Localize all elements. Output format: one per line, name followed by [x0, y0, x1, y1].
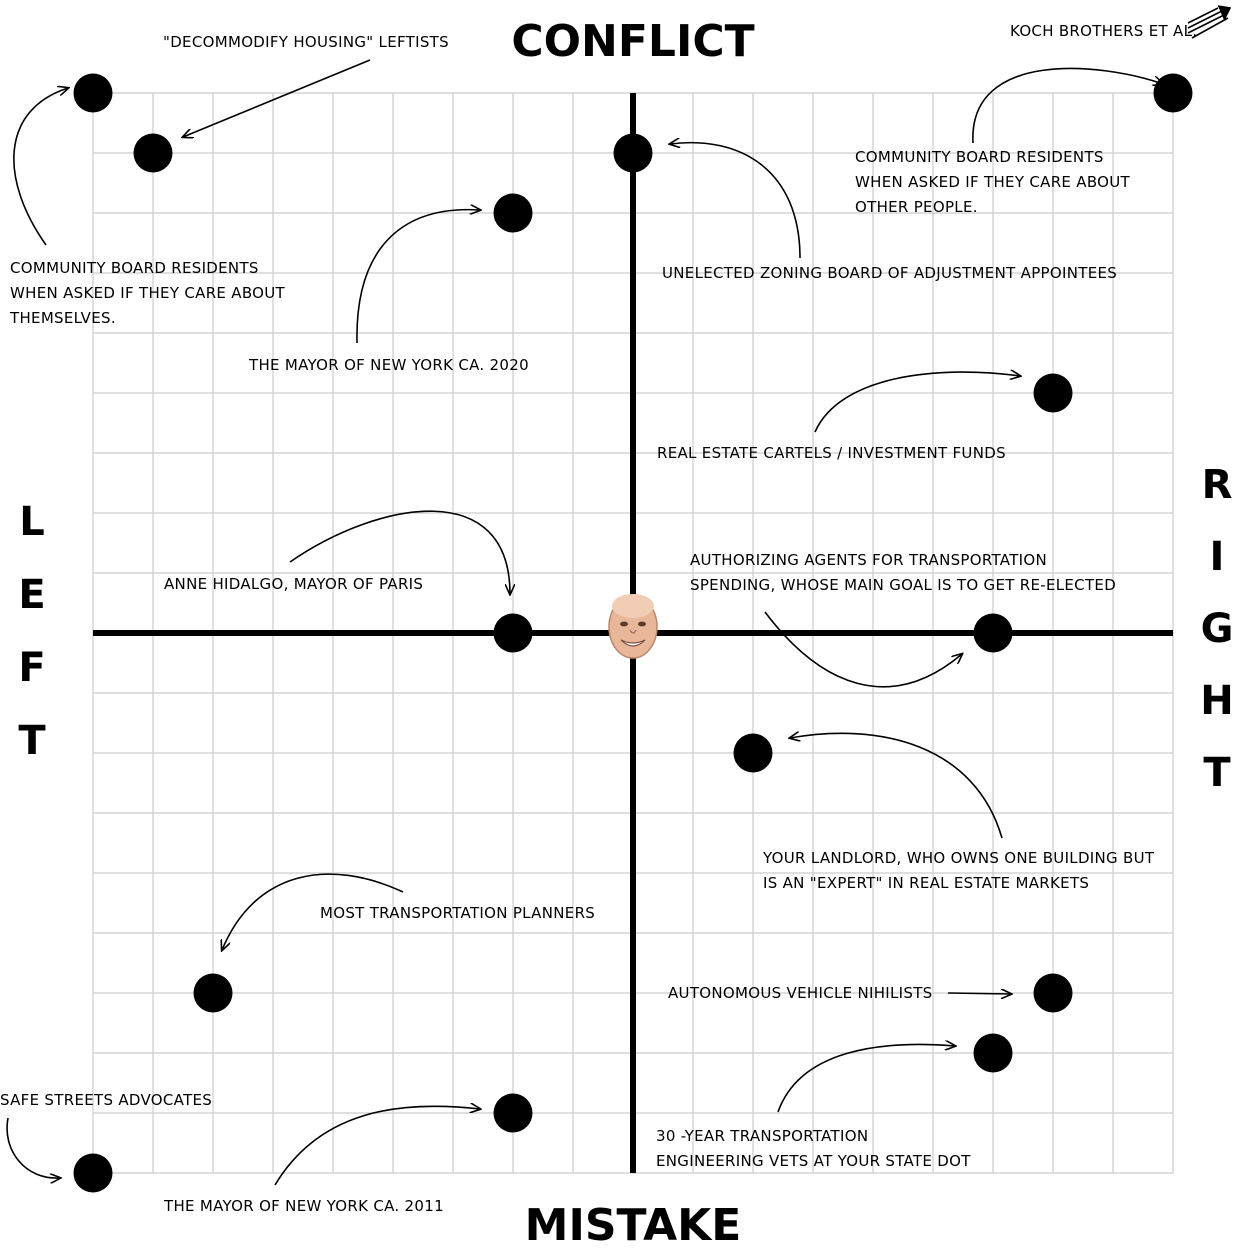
- annotation-label: COMMUNITY BOARD RESIDENTS WHEN ASKED IF T…: [9, 259, 286, 327]
- annotation-label: AUTONOMOUS VEHICLE NIHILISTS: [668, 984, 933, 1002]
- annotation-label-line: THE MAYOR OF NEW YORK CA. 2020: [248, 356, 529, 374]
- shooting-arrow-icon: [1187, 5, 1232, 39]
- annotation-label-line: 30 -YEAR TRANSPORTATION: [656, 1127, 868, 1145]
- data-point: [1033, 373, 1073, 413]
- axis-title-bottom: MISTAKE: [525, 1200, 742, 1251]
- annotation-label-line: ENGINEERING VETS AT YOUR STATE DOT: [656, 1152, 971, 1170]
- annotation-arrow: [814, 372, 1020, 433]
- annotation-arrow: [6, 1117, 60, 1178]
- annotation-label-line: COMMUNITY BOARD RESIDENTS: [855, 148, 1104, 166]
- annotation-label: THE MAYOR OF NEW YORK CA. 2011: [163, 1197, 444, 1215]
- annotation-arrow: [13, 88, 68, 246]
- data-point: [493, 1093, 533, 1133]
- data-point: [1153, 73, 1193, 113]
- annotation-label-line: COMMUNITY BOARD RESIDENTS: [10, 259, 259, 277]
- annotation-arrow: [274, 1106, 480, 1186]
- axis-title-left: LEFT: [18, 499, 46, 764]
- annotation-arrow: [764, 611, 962, 688]
- annotation-label-line: AUTONOMOUS VEHICLE NIHILISTS: [668, 984, 933, 1002]
- annotation-arrow: [183, 59, 371, 137]
- annotation-label-line: THEMSELVES.: [9, 309, 116, 327]
- annotation-arrow: [670, 143, 801, 259]
- face-photo-icon: [608, 594, 658, 659]
- axis-title-right-letter: T: [1203, 750, 1231, 796]
- annotation-arrow: [790, 733, 1003, 839]
- annotation-label-line: UNELECTED ZONING BOARD OF ADJUSTMENT APP…: [662, 264, 1117, 282]
- annotation-label: UNELECTED ZONING BOARD OF ADJUSTMENT APP…: [662, 264, 1117, 282]
- annotation-label-line: WHEN ASKED IF THEY CARE ABOUT: [10, 284, 286, 302]
- annotation-label-line: ANNE HIDALGO, MAYOR OF PARIS: [164, 575, 423, 593]
- data-point: [733, 733, 773, 773]
- annotation-label-line: SPENDING, WHOSE MAIN GOAL IS TO GET RE-E…: [690, 576, 1116, 594]
- annotation-label: AUTHORIZING AGENTS FOR TRANSPORTATION SPE…: [690, 551, 1116, 594]
- annotation-label-line: MOST TRANSPORTATION PLANNERS: [320, 904, 595, 922]
- axis-title-left-letter: L: [19, 499, 45, 545]
- annotation-labels: "DECOMMODIFY HOUSING" LEFTISTS KOCH BROTH…: [0, 22, 1197, 1215]
- axis-title-right-letter: I: [1210, 534, 1225, 580]
- annotation-arrows: [6, 59, 1163, 1186]
- annotation-arrow: [222, 873, 404, 950]
- axis-title-top: CONFLICT: [511, 16, 754, 67]
- annotation-label-line: THE MAYOR OF NEW YORK CA. 2011: [163, 1197, 444, 1215]
- axis-title-right-letter: R: [1202, 462, 1233, 508]
- data-point: [973, 613, 1013, 653]
- annotation-label: SAFE STREETS ADVOCATES: [0, 1091, 212, 1109]
- annotation-label: COMMUNITY BOARD RESIDENTS WHEN ASKED IF T…: [855, 148, 1131, 216]
- annotation-label-line: "DECOMMODIFY HOUSING" LEFTISTS: [163, 33, 449, 51]
- data-point: [133, 133, 173, 173]
- axis-title-left-letter: E: [18, 572, 45, 618]
- data-point: [973, 1033, 1013, 1073]
- annotation-label: THE MAYOR OF NEW YORK CA. 2020: [248, 356, 529, 374]
- axis-title-right-letter: H: [1200, 678, 1233, 724]
- annotation-label: KOCH BROTHERS ET AL.: [1010, 22, 1197, 40]
- annotation-label-line: SAFE STREETS ADVOCATES: [0, 1091, 212, 1109]
- annotation-label: REAL ESTATE CARTELS / INVESTMENT FUNDS: [657, 444, 1006, 462]
- data-point: [613, 133, 653, 173]
- annotation-arrow: [947, 993, 1011, 994]
- annotation-label: 30 -YEAR TRANSPORTATION ENGINEERING VETS …: [656, 1127, 971, 1170]
- axis-title-left-letter: F: [18, 645, 45, 691]
- data-point: [193, 973, 233, 1013]
- annotation-label: YOUR LANDLORD, WHO OWNS ONE BUILDING BUT…: [762, 849, 1155, 892]
- annotation-label-line: KOCH BROTHERS ET AL.: [1010, 22, 1197, 40]
- annotation-label-line: OTHER PEOPLE.: [855, 198, 978, 216]
- annotation-arrow: [777, 1044, 955, 1113]
- annotation-label-line: IS AN "EXPERT" IN REAL ESTATE MARKETS: [763, 874, 1089, 892]
- annotation-arrow: [972, 67, 1163, 144]
- data-point: [73, 1153, 113, 1193]
- annotation-label: MOST TRANSPORTATION PLANNERS: [320, 904, 595, 922]
- annotation-label-line: REAL ESTATE CARTELS / INVESTMENT FUNDS: [657, 444, 1006, 462]
- annotation-label: ANNE HIDALGO, MAYOR OF PARIS: [164, 575, 423, 593]
- annotation-label-line: AUTHORIZING AGENTS FOR TRANSPORTATION: [690, 551, 1047, 569]
- data-point: [493, 193, 533, 233]
- data-point: [1033, 973, 1073, 1013]
- data-points: [73, 73, 1193, 1193]
- annotation-label-line: WHEN ASKED IF THEY CARE ABOUT: [855, 173, 1131, 191]
- annotation-label: "DECOMMODIFY HOUSING" LEFTISTS: [163, 33, 449, 51]
- annotation-label-line: YOUR LANDLORD, WHO OWNS ONE BUILDING BUT: [762, 849, 1155, 867]
- axis-title-right-letter: G: [1201, 606, 1234, 652]
- data-point: [73, 73, 113, 113]
- annotation-arrow: [289, 510, 510, 594]
- axis-title-left-letter: T: [18, 718, 46, 764]
- annotation-arrow: [356, 210, 480, 344]
- data-point: [493, 613, 533, 653]
